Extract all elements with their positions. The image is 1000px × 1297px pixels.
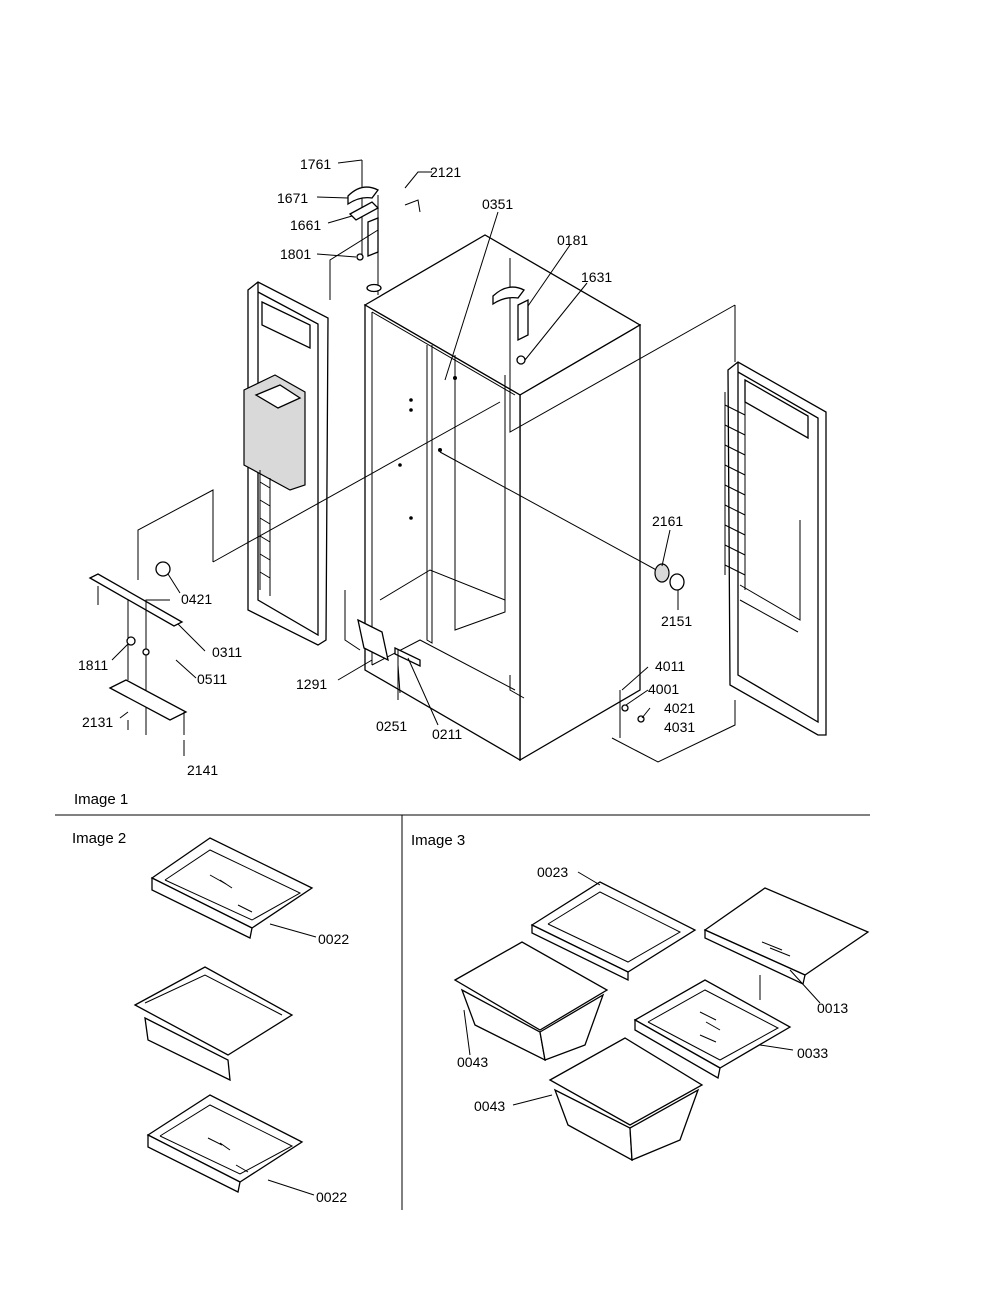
section-labels: Image 1 Image 2 Image 3 — [72, 791, 465, 849]
leader-lines-image-3 — [463, 871, 821, 1106]
crisper-pan-right — [548, 1037, 704, 1162]
section-label-image-1: Image 1 — [74, 791, 128, 808]
crisper-cover-frame — [530, 881, 697, 982]
shelf-middle — [133, 966, 294, 1082]
hinge-assemblies — [329, 160, 529, 365]
section-label-image-3: Image 3 — [411, 832, 465, 849]
callout-1661: 1661 — [290, 217, 321, 233]
callout-0022-lower: 0022 — [316, 1189, 347, 1205]
callout-2141: 2141 — [187, 762, 218, 778]
callout-1801: 1801 — [280, 246, 311, 262]
callout-0022-upper: 0022 — [318, 931, 349, 947]
glass-cover — [703, 887, 870, 985]
shelf-lower — [146, 1094, 304, 1193]
meat-pan — [633, 979, 792, 1080]
section-label-image-2: Image 2 — [72, 830, 126, 847]
callout-0181: 0181 — [557, 232, 588, 248]
callout-4011: 4011 — [655, 658, 685, 674]
hardware-parts — [88, 561, 685, 738]
callout-0351: 0351 — [482, 196, 513, 212]
callout-2131: 2131 — [82, 714, 113, 730]
callout-4001: 4001 — [648, 681, 679, 697]
fresh-food-door — [611, 305, 827, 763]
callout-2151: 2151 — [661, 613, 692, 629]
callout-0023: 0023 — [537, 864, 568, 880]
shelf-upper — [150, 837, 314, 939]
callout-1631: 1631 — [581, 269, 612, 285]
cabinet — [363, 234, 736, 762]
callout-0043-right: 0043 — [474, 1098, 505, 1114]
callout-2121: 2121 — [430, 164, 461, 180]
freezer-door — [137, 281, 501, 646]
callout-labels: 1761 1671 2121 1661 1801 0351 0181 1631 … — [78, 156, 848, 1205]
leader-lines-image-1 — [111, 159, 679, 756]
callout-0421: 0421 — [181, 591, 212, 607]
leader-0022-a — [269, 923, 317, 938]
callout-0251: 0251 — [376, 718, 407, 734]
callout-1811: 1811 — [78, 657, 108, 673]
callout-0043-left: 0043 — [457, 1054, 488, 1070]
leader-0022-b — [267, 1179, 315, 1196]
callout-0211: 0211 — [432, 726, 462, 742]
callout-0311: 0311 — [212, 644, 242, 660]
crisper-pan-left — [453, 941, 609, 1062]
callout-4021: 4021 — [664, 700, 695, 716]
callout-1671: 1671 — [277, 190, 308, 206]
callout-0511: 0511 — [197, 671, 227, 687]
callout-1761: 1761 — [300, 156, 331, 172]
callout-4031: 4031 — [664, 719, 695, 735]
callout-1291: 1291 — [296, 676, 327, 692]
callout-0013: 0013 — [817, 1000, 848, 1016]
callout-0033: 0033 — [797, 1045, 828, 1061]
callout-2161: 2161 — [652, 513, 683, 529]
